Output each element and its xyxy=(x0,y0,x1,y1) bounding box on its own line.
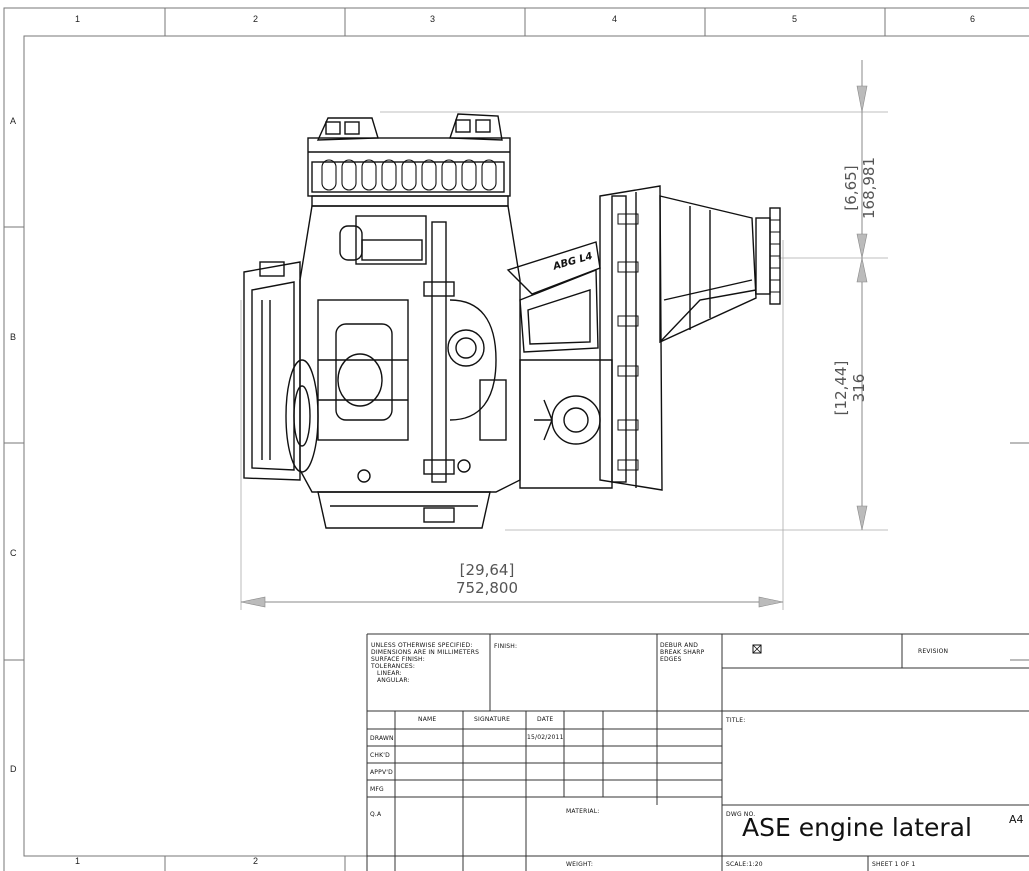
row-label-qa: Q.A xyxy=(370,811,382,818)
zone-col-6-top: 6 xyxy=(970,14,976,24)
projection-symbol xyxy=(752,644,762,654)
title-block-grid xyxy=(366,633,1029,871)
tolerance-notes: UNLESS OTHERWISE SPECIFIED: DIMENSIONS A… xyxy=(371,642,479,684)
dim-bottom-height-mm: 316 xyxy=(850,373,868,403)
col-header-name: NAME xyxy=(418,716,437,723)
row-label-checked: CHK'D xyxy=(370,752,390,759)
scale-label: SCALE:1:20 xyxy=(726,861,763,868)
note-dimensions: DIMENSIONS ARE IN MILLIMETERS xyxy=(371,649,480,656)
note-angular: ANGULAR: xyxy=(377,677,410,684)
zone-row-c: C xyxy=(10,548,17,558)
zone-col-3-top: 3 xyxy=(430,14,436,24)
zone-row-d: D xyxy=(10,764,17,774)
zone-col-2-bottom: 2 xyxy=(253,856,259,866)
dim-width-inch: [29,64] xyxy=(459,561,515,579)
title-label: TITLE: xyxy=(726,717,746,724)
zone-col-4-top: 4 xyxy=(612,14,618,24)
note-unless: UNLESS OTHERWISE SPECIFIED: xyxy=(371,642,473,649)
zone-col-2-top: 2 xyxy=(253,14,259,24)
revision-label: REVISION xyxy=(918,648,949,655)
extension-lines xyxy=(240,111,888,610)
drawing-title: ASE engine lateral xyxy=(742,813,972,842)
col-header-date: DATE xyxy=(537,716,554,723)
material-label: MATERIAL: xyxy=(566,808,600,815)
row-label-mfg: MFG xyxy=(370,786,384,793)
dim-width: [29,64] 752,800 xyxy=(442,561,532,597)
finish-label: FINISH: xyxy=(494,643,518,650)
weight-label: WEIGHT: xyxy=(566,861,594,868)
dwg-no-label: DWG NO. xyxy=(726,811,756,818)
dim-top-height-mm: 168,981 xyxy=(860,156,878,220)
zone-col-5-top: 5 xyxy=(792,14,798,24)
dim-bottom-height: [12,44] 316 xyxy=(832,348,868,428)
zone-col-1-bottom: 1 xyxy=(75,856,81,866)
drawn-date: 15/02/2011 xyxy=(527,734,564,741)
deburr-note: DEBUR AND BREAK SHARP EDGES xyxy=(660,642,704,663)
deburr-line-3: EDGES xyxy=(660,656,682,663)
row-label-drawn: DRAWN xyxy=(370,735,394,742)
sheet-size: A4 xyxy=(1009,813,1024,826)
note-tolerances: TOLERANCES: xyxy=(371,663,416,670)
outer-border xyxy=(3,7,1029,871)
deburr-line-2: BREAK SHARP xyxy=(660,649,705,656)
dim-bottom-height-inch: [12,44] xyxy=(832,360,850,416)
sheet-number: SHEET 1 OF 1 xyxy=(872,861,916,868)
note-linear: LINEAR: xyxy=(377,670,402,677)
zone-row-a: A xyxy=(10,116,17,126)
engine-drawing xyxy=(243,113,781,529)
note-surface: SURFACE FINISH: xyxy=(371,656,425,663)
dim-width-mm: 752,800 xyxy=(455,579,519,597)
dimension-lines xyxy=(241,60,863,603)
zone-col-1-top: 1 xyxy=(75,14,81,24)
dim-top-height: [6,65] 168,981 xyxy=(842,148,878,228)
dim-top-height-inch: [6,65] xyxy=(842,165,860,211)
col-header-signature: SIGNATURE xyxy=(474,716,511,723)
deburr-line-1: DEBUR AND xyxy=(660,642,699,649)
zone-row-b: B xyxy=(10,332,17,342)
dimension-arrows xyxy=(240,85,868,608)
row-label-approved: APPV'D xyxy=(370,769,393,776)
